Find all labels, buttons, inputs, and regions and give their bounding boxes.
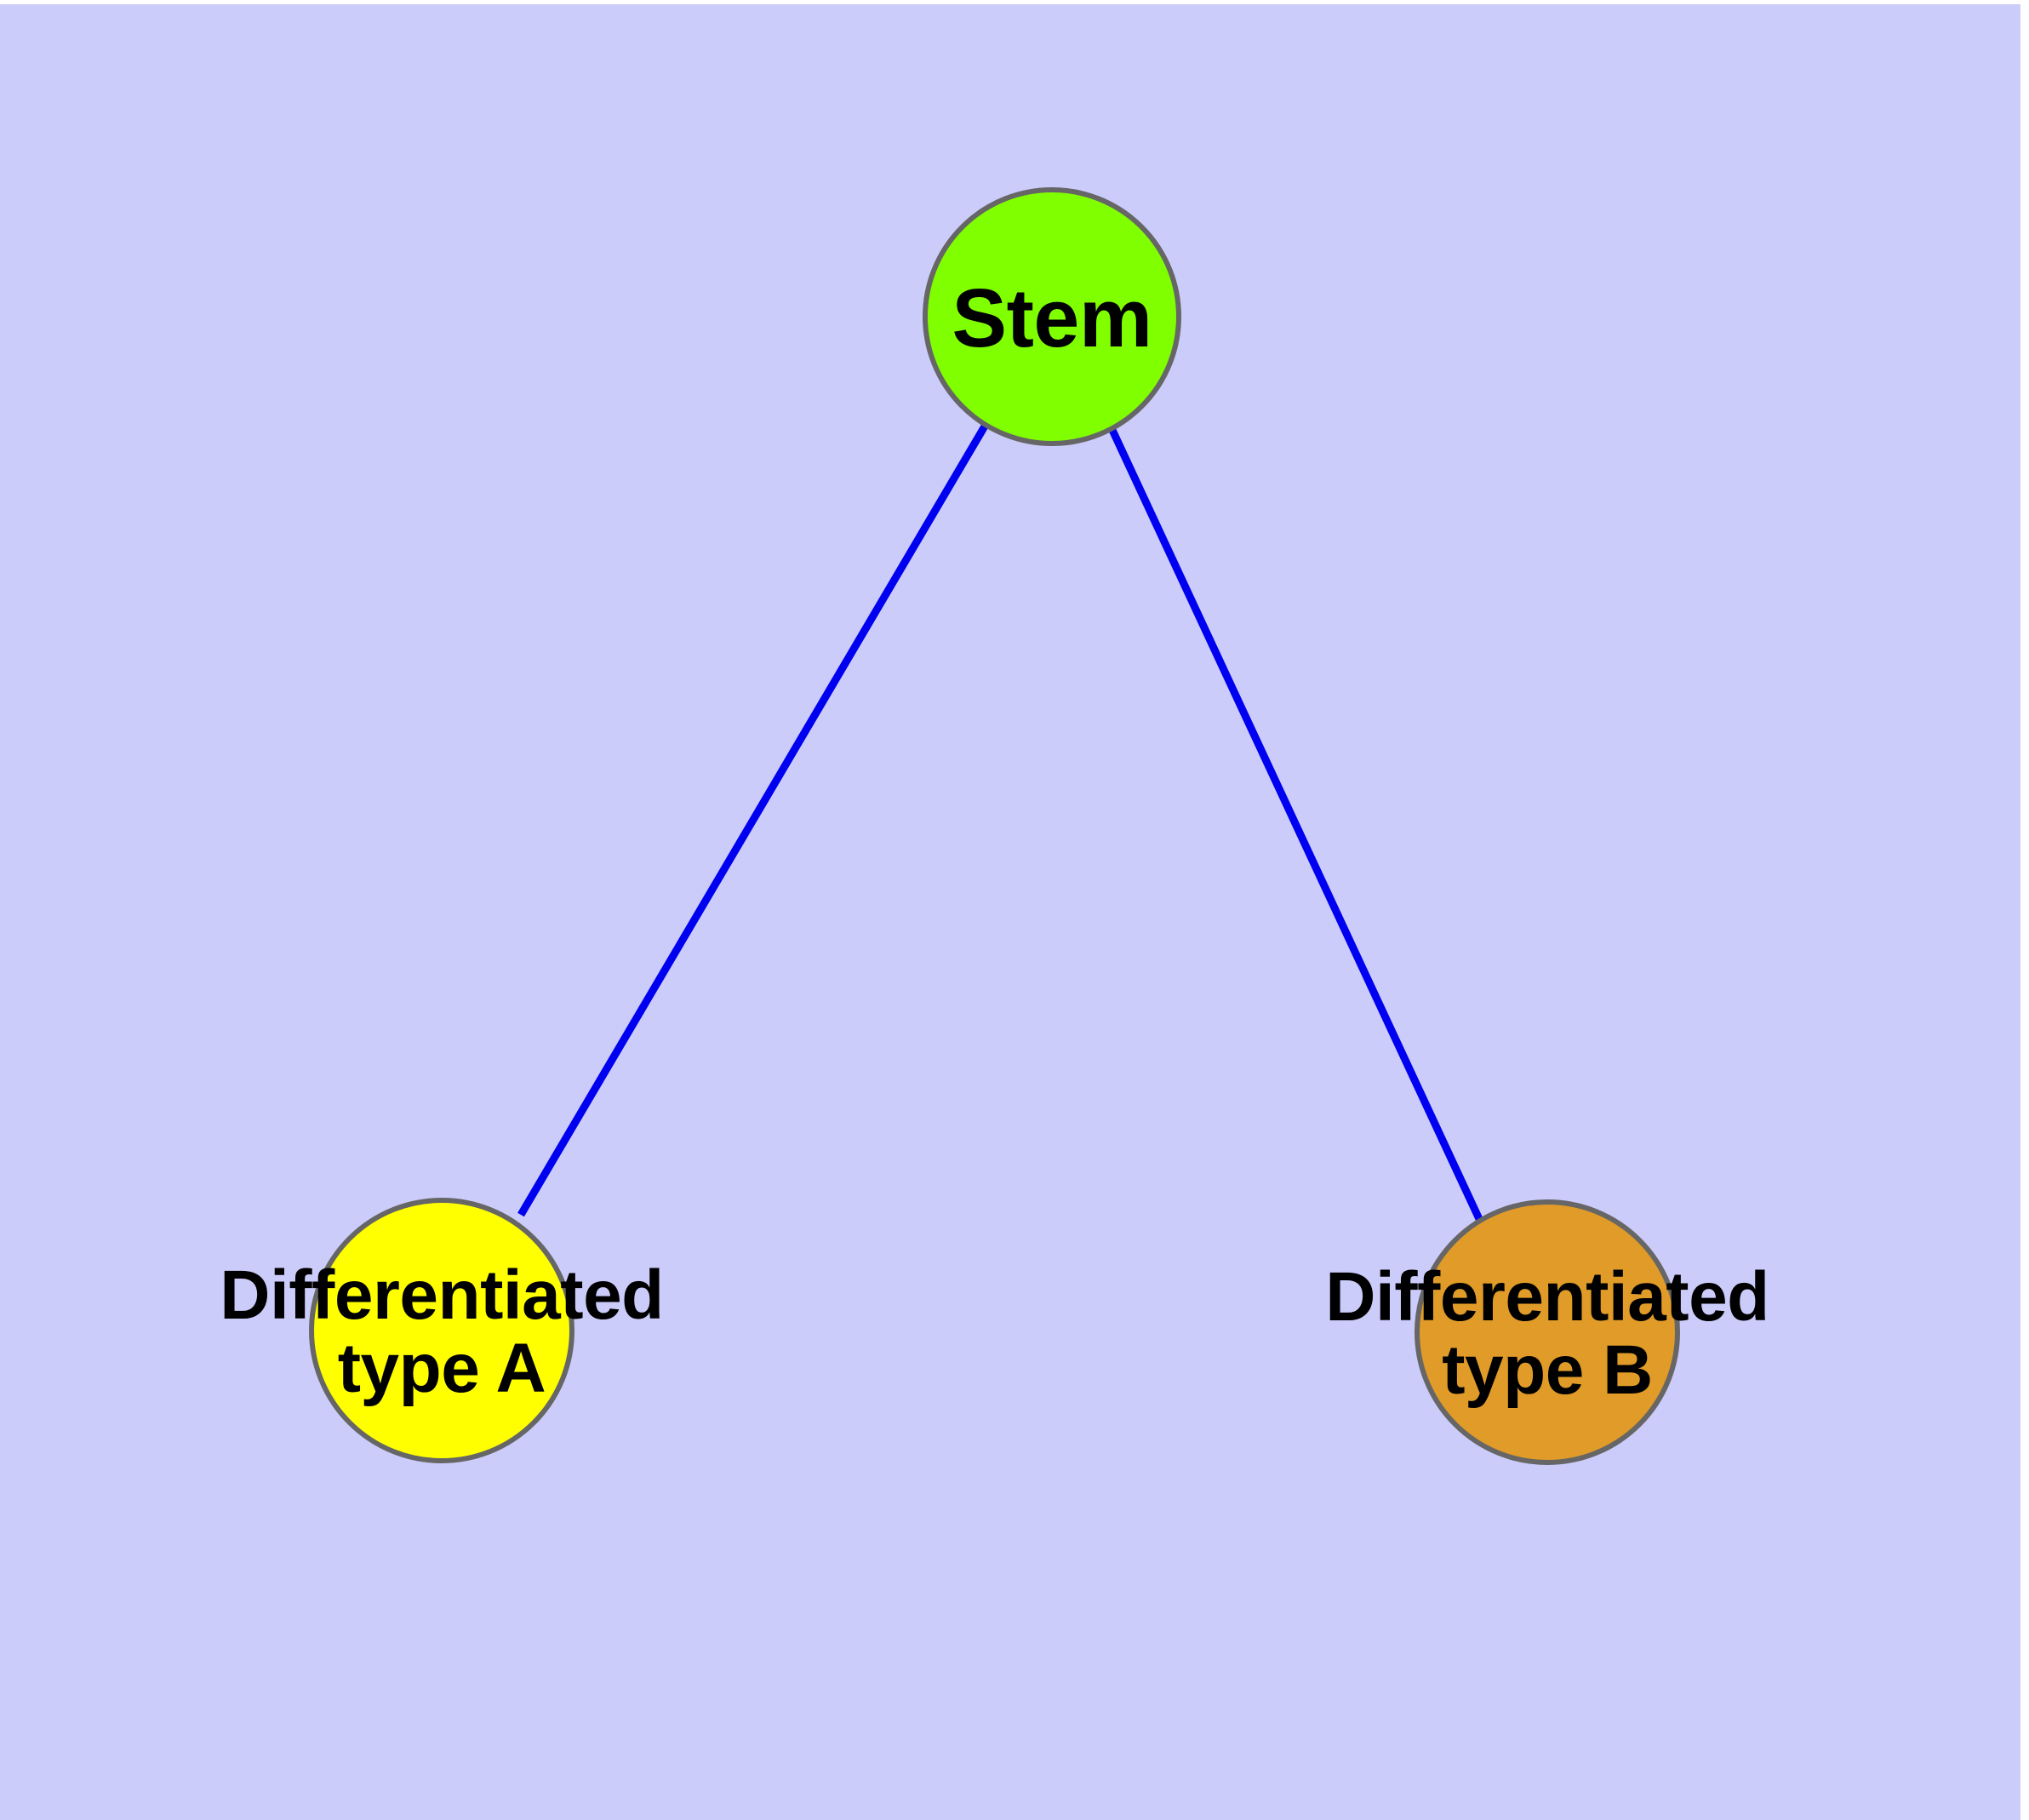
- node-differentiated-type-b[interactable]: [1415, 1199, 1680, 1465]
- node-differentiated-type-a[interactable]: [309, 1198, 574, 1463]
- edge-stem-to-differentiated-type-a[interactable]: [517, 422, 989, 1217]
- edge-layer: [517, 422, 1483, 1221]
- node-layer: [309, 187, 1680, 1465]
- node-stem[interactable]: [923, 187, 1181, 446]
- edge-stem-to-differentiated-type-b[interactable]: [1107, 426, 1483, 1221]
